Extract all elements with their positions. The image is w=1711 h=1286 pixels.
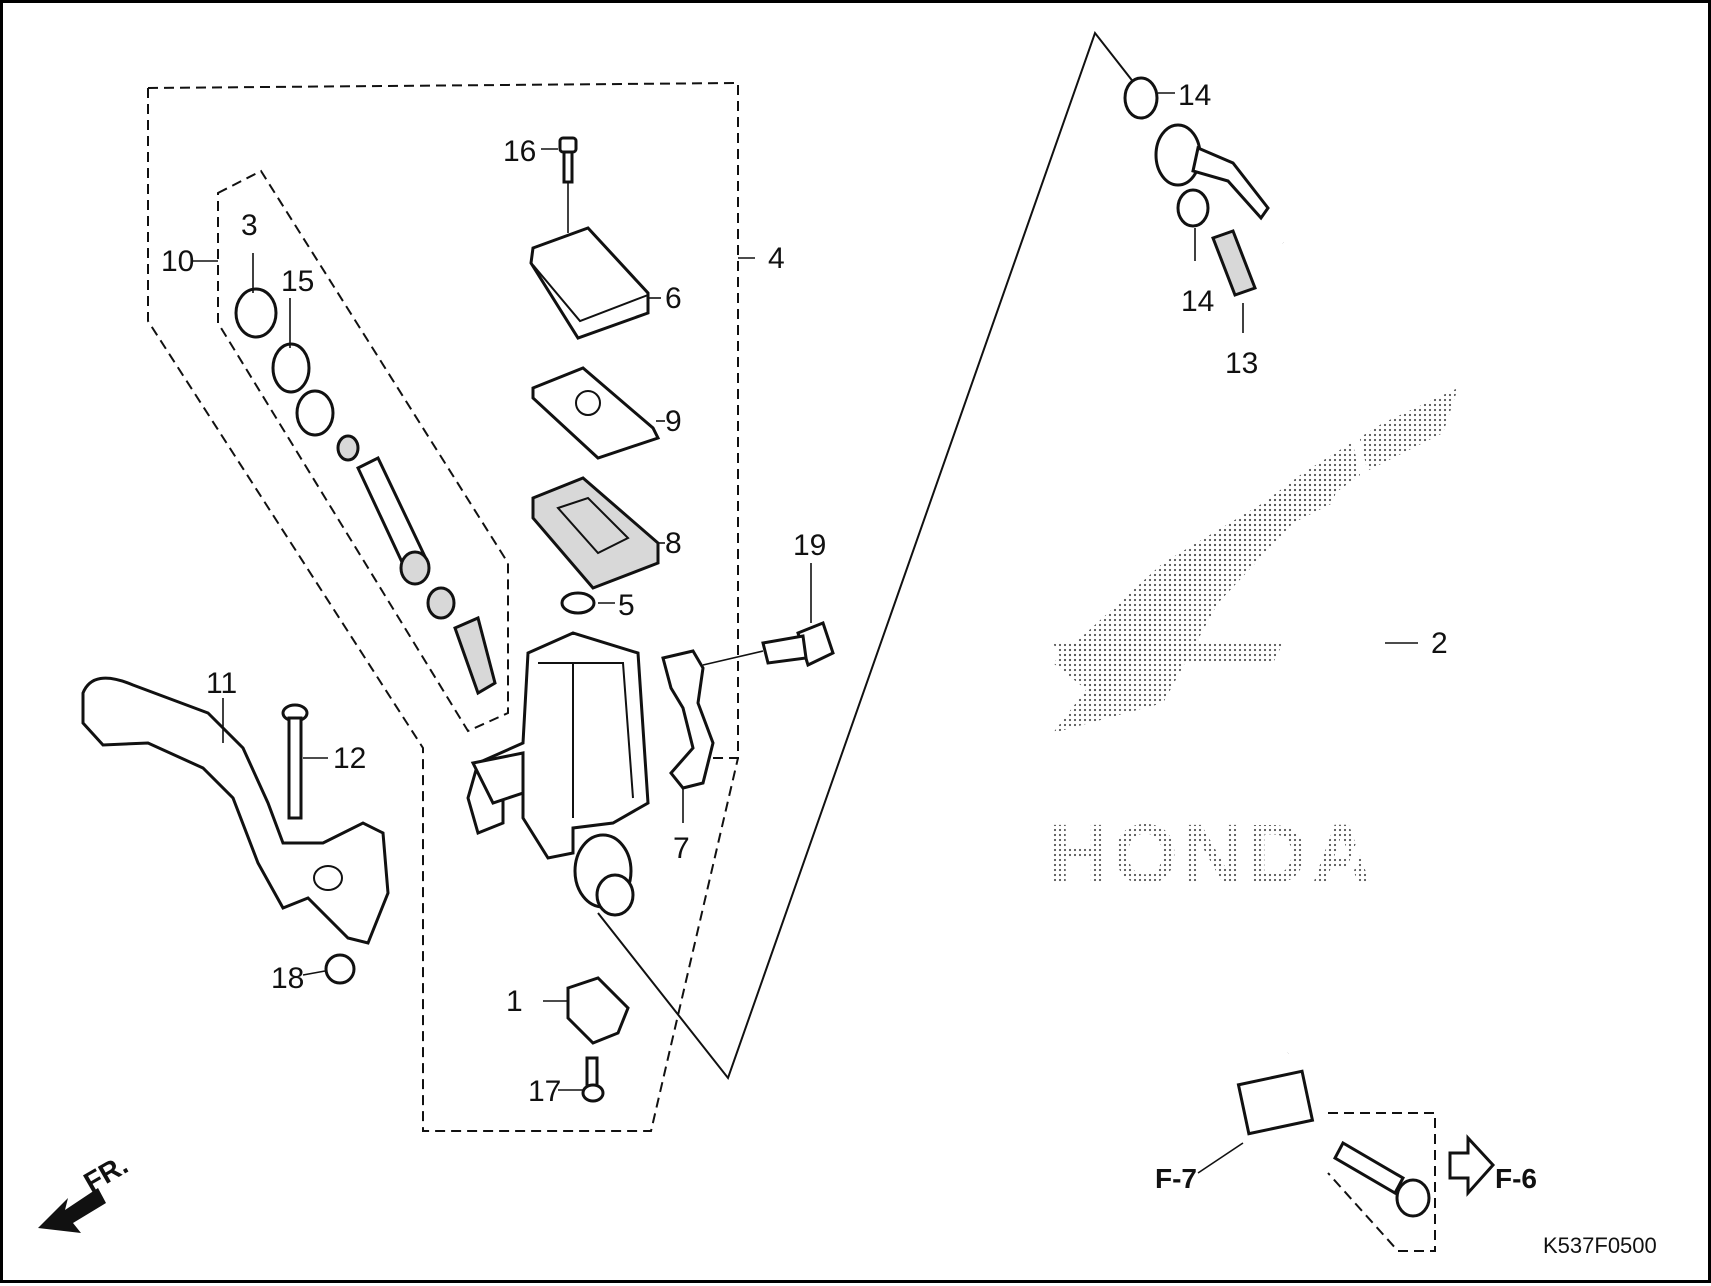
callout-14-bottom: 14 xyxy=(1181,285,1214,318)
piston-kit-outline xyxy=(217,169,509,733)
reference-f7-label: F-7 xyxy=(1155,1163,1197,1194)
callout-7: 7 xyxy=(673,832,690,865)
callout-15: 15 xyxy=(281,265,314,298)
callout-1: 1 xyxy=(506,985,523,1018)
callout-19: 19 xyxy=(793,529,826,562)
switch-1 xyxy=(566,976,630,1045)
callout-18: 18 xyxy=(271,962,304,995)
reference-f6-label: F-6 xyxy=(1495,1163,1537,1194)
master-cylinder-body xyxy=(466,631,650,917)
hose-banjo-top xyxy=(1154,123,1270,221)
callout-14-top: 14 xyxy=(1178,79,1211,112)
nut-18 xyxy=(324,953,356,985)
reference-arrow-icon xyxy=(1448,1134,1496,1197)
pivot-bolt-12 xyxy=(281,703,309,820)
bolt-19-axis xyxy=(702,650,764,666)
callout-12: 12 xyxy=(333,742,366,775)
hose-routing-line xyxy=(597,30,1139,1081)
leader-lines xyxy=(193,92,1418,1174)
master-cylinder-outline xyxy=(147,88,739,1132)
bolt-box-outline xyxy=(1327,1112,1436,1252)
callout-9: 9 xyxy=(665,405,682,438)
callout-4: 4 xyxy=(768,242,785,275)
assembly-4-outline xyxy=(147,81,739,759)
brake-lever-11 xyxy=(81,676,390,945)
honda-watermark-text: HONDA xyxy=(1048,807,1376,901)
screw-16 xyxy=(558,136,578,184)
bolt-f6 xyxy=(1332,1140,1431,1218)
callout-2: 2 xyxy=(1431,627,1448,660)
screw-17 xyxy=(581,1056,605,1103)
callout-16: 16 xyxy=(503,135,536,168)
banjo-bolt-13 xyxy=(1211,229,1257,297)
washer-14-bottom xyxy=(1176,188,1210,228)
parts-diagram: HONDA xyxy=(38,30,1657,1258)
bolt-19 xyxy=(761,621,835,668)
direction-label: FR. xyxy=(79,1149,134,1198)
callout-8: 8 xyxy=(665,527,682,560)
reservoir-cap-6 xyxy=(529,226,650,340)
holder-7 xyxy=(661,649,715,790)
callout-11: 11 xyxy=(206,667,237,700)
plate-9 xyxy=(531,366,661,460)
callout-17: 17 xyxy=(528,1075,561,1108)
callout-10: 10 xyxy=(161,245,194,278)
callout-3: 3 xyxy=(241,209,258,242)
washer-14-top xyxy=(1123,76,1159,120)
diagram-code: K537F0500 xyxy=(1543,1233,1657,1258)
callout-13: 13 xyxy=(1225,347,1258,380)
float-5 xyxy=(560,591,596,615)
callout-5: 5 xyxy=(618,589,635,622)
piston-kit-parts xyxy=(234,287,497,696)
callout-6: 6 xyxy=(665,282,682,315)
honda-wing-watermark xyxy=(1053,388,1458,733)
front-direction-arrow-icon xyxy=(38,1188,106,1233)
diaphragm-8 xyxy=(531,476,660,590)
brake-hose-2 xyxy=(1236,241,1389,1136)
